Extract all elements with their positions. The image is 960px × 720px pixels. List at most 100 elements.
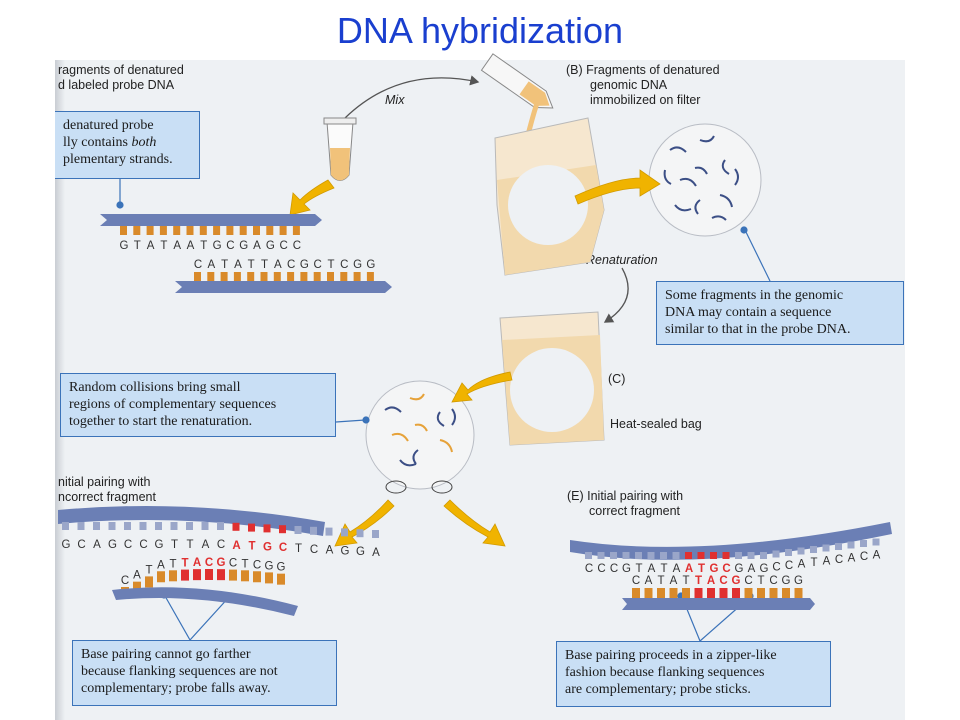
base-letter: A xyxy=(823,556,831,568)
base-block xyxy=(872,538,880,546)
base-block xyxy=(760,552,767,559)
base-letter: A xyxy=(147,240,155,252)
base-block xyxy=(133,226,141,235)
panel-e-caption: (E) Initial pairing with correct fragmen… xyxy=(567,489,683,519)
base-block xyxy=(757,588,765,598)
base-block xyxy=(217,522,224,530)
base-letter: G xyxy=(356,546,365,558)
base-block xyxy=(279,226,287,235)
base-block xyxy=(157,571,165,583)
base-block xyxy=(159,226,167,235)
base-block xyxy=(644,588,653,598)
base-block xyxy=(300,272,308,281)
base-letter: T xyxy=(200,240,207,252)
base-block xyxy=(279,525,286,534)
base-block xyxy=(181,569,189,581)
base-letter: C xyxy=(744,575,752,587)
caption-line: genomic DNA xyxy=(590,78,668,92)
base-block xyxy=(657,588,665,598)
base-letter: C xyxy=(253,559,261,571)
base-block xyxy=(660,552,667,559)
base-letter: T xyxy=(160,240,167,252)
base-letter: G xyxy=(735,563,744,575)
base-block xyxy=(797,547,805,555)
box-line: fashion because flanking sequences xyxy=(565,665,765,680)
base-letter: A xyxy=(645,575,653,587)
base-letter: G xyxy=(217,557,226,569)
base-block xyxy=(622,552,630,559)
arrow-to-fragments xyxy=(574,169,661,205)
base-block xyxy=(810,546,817,553)
arrow-to-correct xyxy=(443,499,506,547)
base-block xyxy=(340,272,348,281)
base-block xyxy=(356,529,364,538)
base-letter: C xyxy=(632,575,640,587)
base-letter: A xyxy=(202,539,210,551)
base-block xyxy=(353,272,361,281)
caption-line: correct fragment xyxy=(589,504,681,518)
base-block xyxy=(287,272,295,281)
base-block xyxy=(585,552,592,559)
base-letter: T xyxy=(295,543,302,555)
mix-label: Mix xyxy=(385,93,405,107)
base-letter: A xyxy=(173,240,181,252)
base-block xyxy=(327,272,334,281)
base-block xyxy=(241,570,249,582)
base-block xyxy=(273,272,281,281)
base-block xyxy=(229,569,237,581)
base-letter: A xyxy=(707,575,715,587)
base-block xyxy=(822,544,830,552)
probe-info-box: denatured probe lly contains both plemen… xyxy=(55,111,200,179)
base-letter: C xyxy=(287,259,295,271)
base-block xyxy=(722,552,730,559)
base-letter: G xyxy=(732,575,741,587)
incorrect-probe-strand xyxy=(112,587,298,616)
base-block xyxy=(248,523,255,532)
filter-bag-icon xyxy=(494,117,605,276)
mix-arrow xyxy=(344,75,480,119)
base-block xyxy=(632,588,640,598)
base-letter: C xyxy=(585,563,593,575)
base-block xyxy=(193,569,201,581)
base-block xyxy=(217,569,225,581)
base-letter: C xyxy=(597,563,605,575)
base-letter: T xyxy=(657,575,664,587)
base-letter: C xyxy=(279,542,287,554)
base-block xyxy=(294,526,302,534)
base-letter: A xyxy=(648,563,656,575)
caption-line: d labeled probe DNA xyxy=(58,78,175,92)
base-letter: A xyxy=(748,563,756,575)
base-block xyxy=(62,522,69,530)
base-block xyxy=(260,272,268,281)
panel-c-label: (C) xyxy=(608,372,626,386)
base-letter: C xyxy=(124,539,132,551)
box-line: DNA may contain a sequence xyxy=(665,305,832,320)
base-letter: G xyxy=(239,240,248,252)
base-letter: G xyxy=(62,539,71,551)
bag-label: Heat-sealed bag xyxy=(610,417,702,431)
base-block xyxy=(253,226,260,235)
base-letter: A xyxy=(133,570,141,582)
base-block xyxy=(707,588,715,598)
base-letter: C xyxy=(835,554,843,566)
pouring-tube-icon xyxy=(480,53,554,109)
base-letter: A xyxy=(187,240,195,252)
base-letter: C xyxy=(205,557,213,569)
base-letter: C xyxy=(310,544,318,556)
base-block xyxy=(785,549,792,556)
base-block xyxy=(747,552,755,559)
base-letter: T xyxy=(695,575,702,587)
base-block xyxy=(108,522,116,530)
base-block xyxy=(146,226,154,235)
base-letter: T xyxy=(171,539,178,551)
base-block xyxy=(186,522,193,530)
base-letter: G xyxy=(341,545,350,557)
base-letter: C xyxy=(226,240,234,252)
base-letter: A xyxy=(234,259,242,271)
base-letter: A xyxy=(848,553,856,565)
base-letter: G xyxy=(760,563,769,575)
renaturation-arrow xyxy=(603,267,629,323)
box-line: complementary; probe falls away. xyxy=(81,681,271,696)
base-block xyxy=(247,272,255,281)
box-line: Base pairing cannot go farther xyxy=(81,647,251,662)
